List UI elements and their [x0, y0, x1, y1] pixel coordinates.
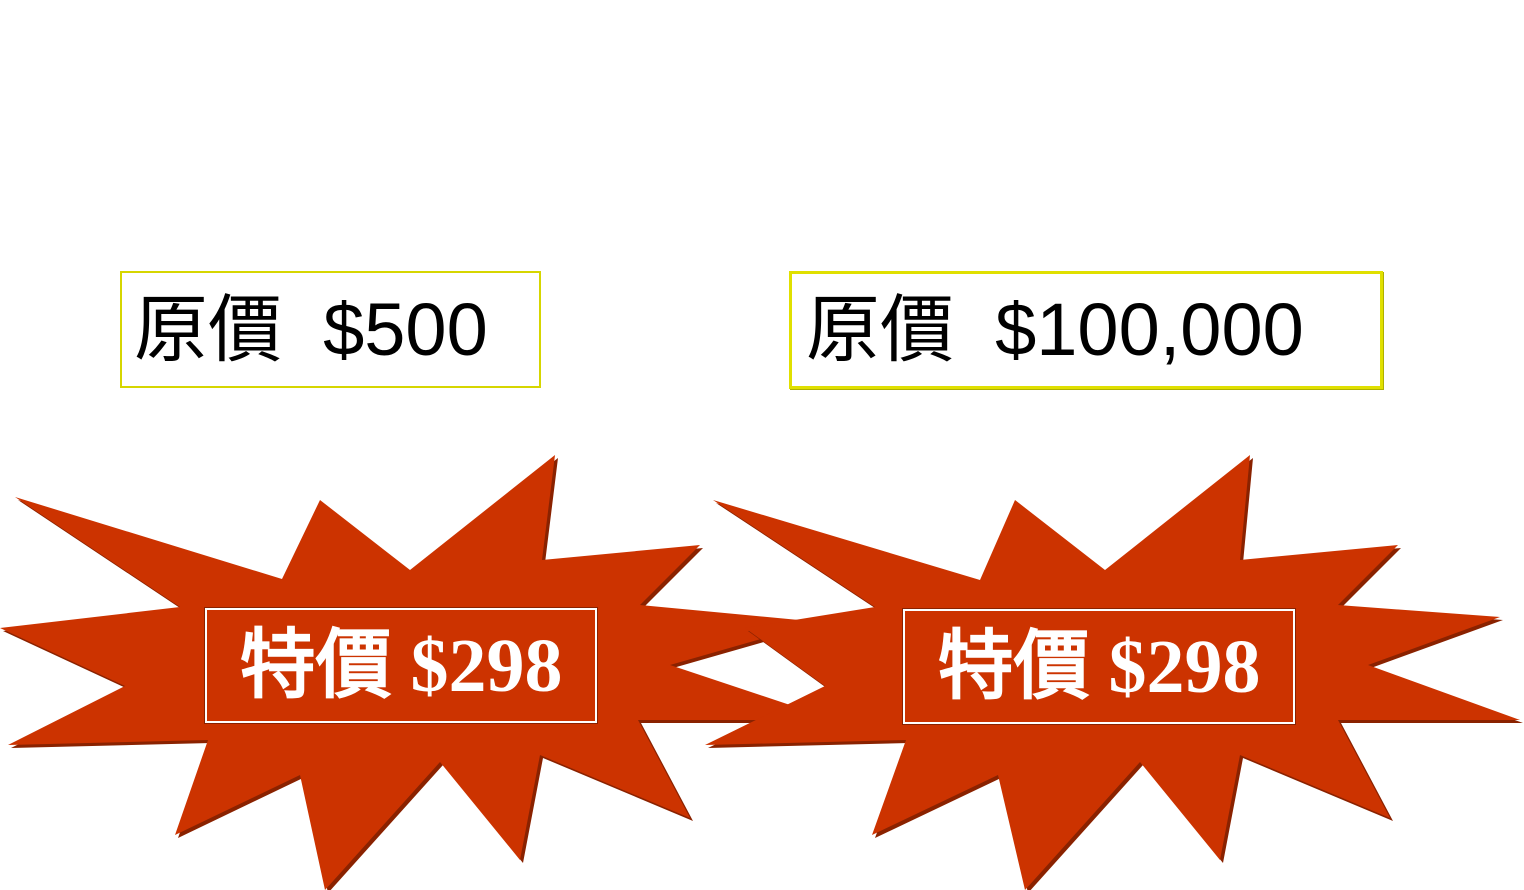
sale-price-label-1: 特價 $298	[204, 607, 598, 724]
starburst-right-fill	[705, 455, 1520, 890]
original-price-box-2: 原價 $100,000	[789, 271, 1383, 389]
sale-price-label-2: 特價 $298	[902, 608, 1296, 725]
starburst-left-fill	[0, 455, 835, 890]
starburst-left	[0, 455, 838, 890]
original-price-box-1: 原價 $500	[120, 271, 541, 388]
starburst-right	[705, 455, 1523, 890]
